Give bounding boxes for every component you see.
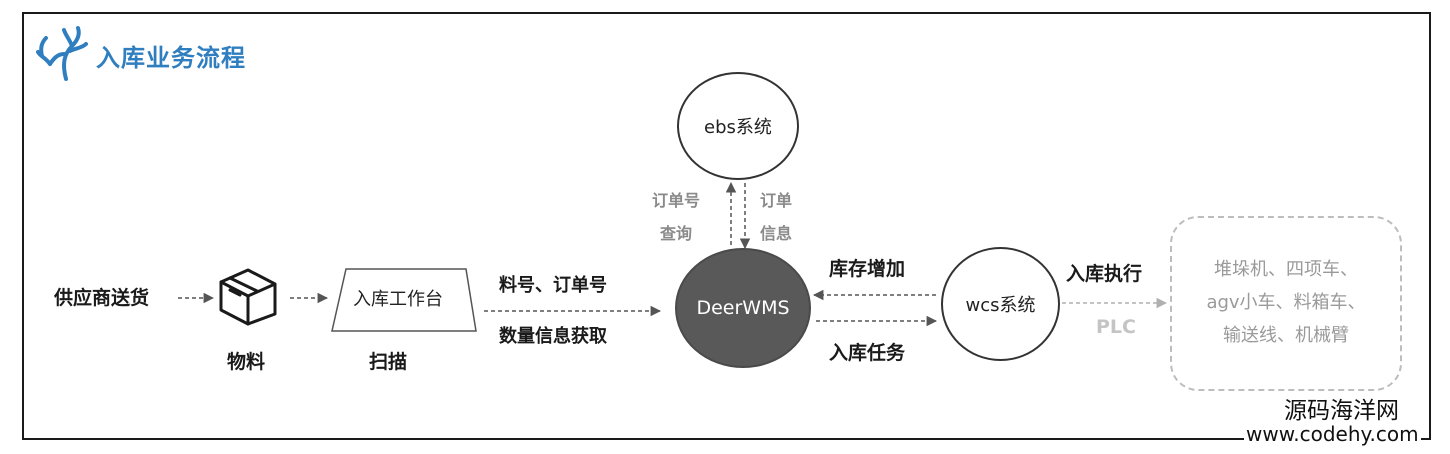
deerwms-label: DeerWMS xyxy=(696,297,790,319)
supplier-label: 供应商送货 xyxy=(54,287,150,309)
ebs-system-label: ebs系统 xyxy=(704,117,772,138)
query-order-label-line2: 查询 xyxy=(660,224,693,243)
page-title: 入库业务流程 xyxy=(96,43,246,72)
workstation-label: 入库工作台 xyxy=(353,289,443,310)
equipment-line-1: 堆垛机、四项车、 xyxy=(1214,259,1358,281)
equipment-box: 堆垛机、四项车、 agv小车、料箱车、 输送线、机械臂 xyxy=(1170,216,1402,391)
plc-label: PLC xyxy=(1096,316,1136,338)
order-info-label-line1: 订单 xyxy=(760,191,793,210)
query-order-label-line1: 订单号 xyxy=(652,191,701,210)
order-info-label-line2: 信息 xyxy=(760,224,793,243)
workstation-shape xyxy=(331,268,477,332)
equipment-line-3: 输送线、机械臂 xyxy=(1223,324,1349,346)
material-label: 物料 xyxy=(227,351,266,373)
ebs-system-node: ebs系统 xyxy=(677,72,799,180)
watermark-cn: 源码海洋网 xyxy=(1284,398,1399,424)
inbound-task-label: 入库任务 xyxy=(829,342,906,364)
wcs-system-node: wcs系统 xyxy=(941,247,1060,361)
inventory-increase-label: 库存增加 xyxy=(829,258,906,280)
box-icon xyxy=(219,268,277,326)
material-order-no-label: 料号、订单号 xyxy=(499,275,607,296)
deerwms-node: DeerWMS xyxy=(675,248,811,368)
qty-info-fetch-label: 数量信息获取 xyxy=(499,326,607,347)
diagram-frame xyxy=(22,12,1431,440)
deer-antler-icon xyxy=(36,24,88,86)
inbound-execute-label: 入库执行 xyxy=(1066,263,1143,285)
watermark-url[interactable]: www.codehy.com xyxy=(1244,422,1421,446)
wcs-system-label: wcs系统 xyxy=(965,295,1036,316)
header: 入库业务流程 xyxy=(36,24,246,86)
scan-label: 扫描 xyxy=(369,351,408,373)
equipment-line-2: agv小车、料箱车、 xyxy=(1206,292,1366,314)
